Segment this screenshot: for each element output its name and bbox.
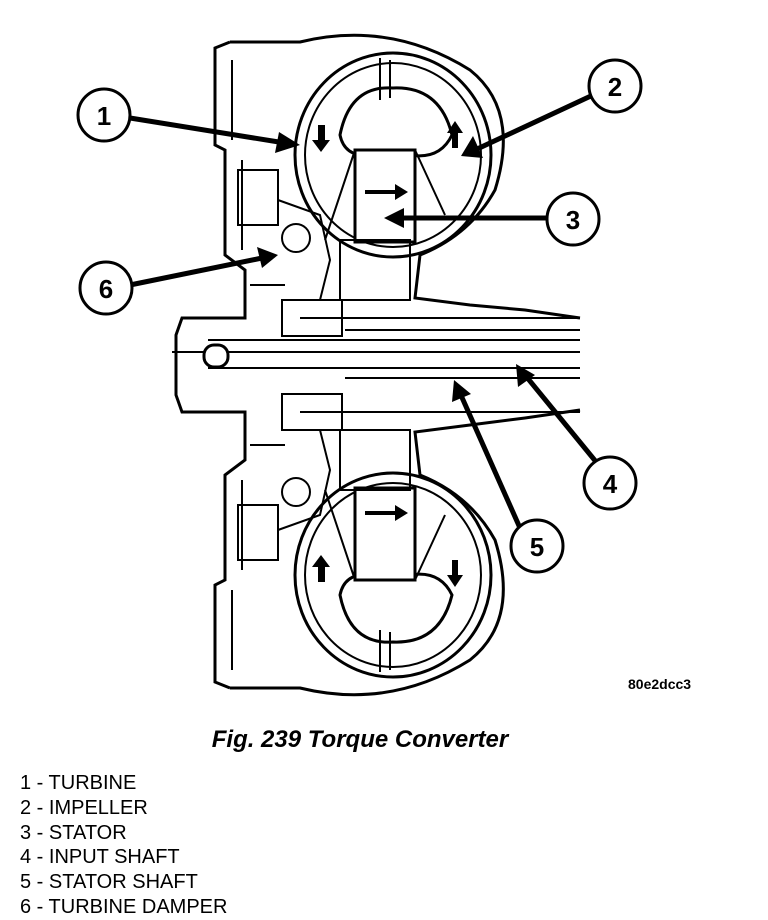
legend-item: 6 - TURBINE DAMPER	[20, 895, 228, 918]
leader-lines	[129, 92, 599, 530]
callout-number: 1	[97, 101, 111, 131]
leader-arrowheads	[257, 132, 535, 402]
legend-list: 1 - TURBINE 2 - IMPELLER 3 - STATOR 4 - …	[20, 771, 227, 920]
torus-lower	[293, 471, 493, 679]
callout-6: 6	[78, 260, 134, 316]
callout-5: 5	[509, 518, 565, 574]
input-shaft	[172, 339, 580, 369]
callout-number: 6	[99, 274, 113, 304]
flow-arrows	[312, 121, 463, 587]
callout-4: 4	[582, 455, 638, 511]
figure-caption: Fig. 239 Torque Converter	[211, 726, 509, 753]
legend-item: 3 - STATOR	[20, 821, 127, 844]
legend-item: 5 - STATOR SHAFT	[20, 871, 198, 894]
callout-number: 3	[566, 205, 580, 235]
damper-assembly	[237, 169, 343, 561]
stator-lower	[324, 429, 446, 582]
legend-item: 1 - TURBINE	[20, 772, 137, 794]
callout-number: 2	[608, 72, 622, 102]
stator-shaft	[300, 317, 580, 413]
callout-2: 2	[587, 58, 643, 114]
legend-item: 4 - INPUT SHAFT	[20, 846, 180, 869]
torus-upper	[293, 51, 493, 259]
stator-upper	[324, 148, 446, 301]
callout-3: 3	[545, 191, 601, 247]
callout-number: 5	[530, 532, 544, 562]
housing-left-edge	[174, 40, 247, 690]
callout-1: 1	[76, 87, 132, 143]
figure-reference-code: 80e2dcc3	[628, 676, 692, 692]
legend-item: 2 - IMPELLER	[20, 796, 148, 819]
callout-number: 4	[603, 469, 618, 499]
torque-converter-diagram: 1 2 3 4 5 6	[76, 33, 643, 697]
